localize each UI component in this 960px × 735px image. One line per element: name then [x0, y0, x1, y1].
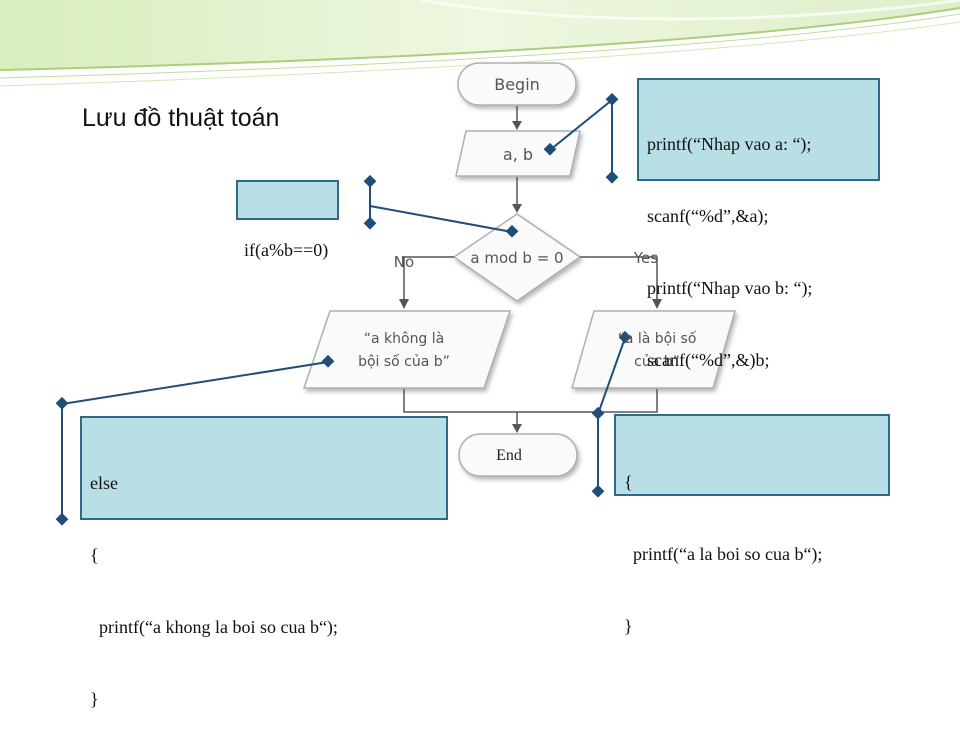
decision-diamond	[452, 213, 582, 302]
slide-title: Lưu đồ thuật toán	[82, 104, 280, 132]
code-line: {	[624, 472, 633, 492]
arrow-icon	[652, 299, 662, 309]
code-line: else	[90, 473, 118, 493]
arrow-icon	[512, 424, 522, 433]
code-line: printf(“a khong la boi so cua b“);	[90, 617, 338, 637]
code-line: scanf(“%d”,&a);	[647, 206, 769, 226]
arrow-icon	[399, 299, 409, 309]
code-line: printf(“a la boi so cua b“);	[624, 544, 823, 564]
output-yes-line2: của b”	[634, 354, 680, 370]
code-line: if(a%b==0)	[244, 240, 329, 260]
output-no-line2: bội số của b”	[358, 353, 450, 370]
yes-branch-label: Yes	[633, 249, 658, 267]
arrow-icon	[512, 204, 522, 213]
then-code-callout: { printf(“a la boi so cua b“); }	[614, 414, 890, 636]
output-yes-parallelogram	[571, 310, 736, 389]
condition-code-callout: if(a%b==0)	[236, 180, 339, 260]
output-no-parallelogram	[302, 310, 512, 389]
code-line: printf(“Nhap vao b: “);	[647, 278, 813, 298]
header-wave-decoration	[0, 0, 960, 87]
input-code-callout: printf(“Nhap vao a: “); scanf(“%d”,&a); …	[637, 78, 880, 370]
code-line: }	[90, 689, 99, 709]
end-label: End	[496, 447, 522, 464]
begin-label: Begin	[494, 75, 540, 94]
arrow-icon	[512, 121, 522, 130]
output-no-line1: “a không là	[364, 331, 445, 347]
input-label: a, b	[503, 145, 533, 164]
callout-connectors	[55, 92, 632, 526]
decision-label: a mod b = 0	[470, 249, 563, 267]
output-yes-line1: “a là bội số	[618, 330, 697, 347]
else-code-callout: else { printf(“a khong la boi so cua b“)…	[80, 416, 448, 709]
slide-graphics: Begin a, b a mod b = 0 No Yes “a không l…	[0, 0, 960, 526]
no-branch-label: No	[394, 253, 414, 271]
code-line: }	[624, 616, 633, 636]
code-line: {	[90, 545, 99, 565]
code-line: scanf(“%d”,&)b;	[647, 350, 770, 370]
code-line: printf(“Nhap vao a: “);	[647, 134, 812, 154]
begin-terminal	[457, 62, 577, 106]
end-terminal	[458, 433, 578, 477]
input-parallelogram	[455, 130, 581, 177]
